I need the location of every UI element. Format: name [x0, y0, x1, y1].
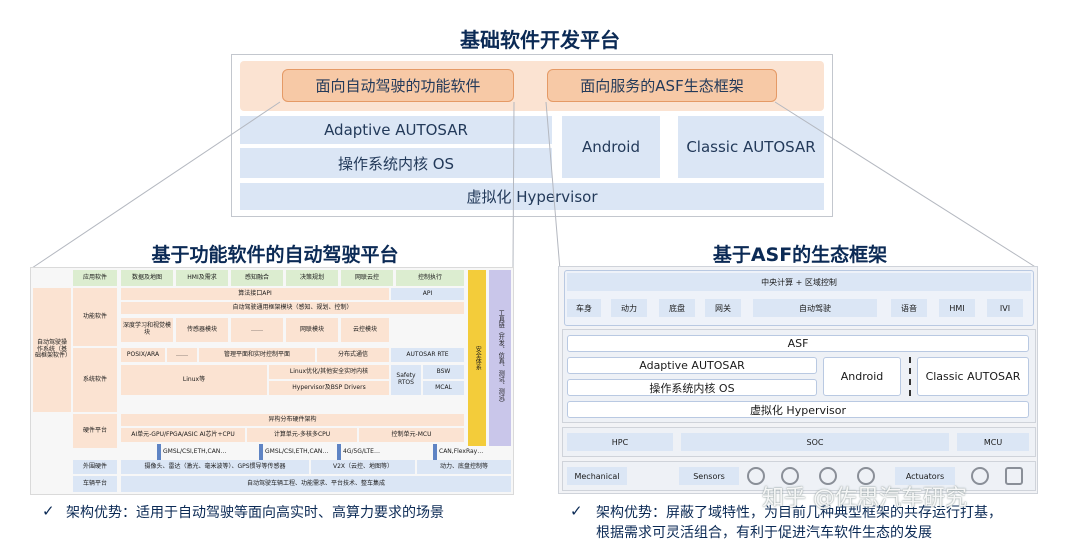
link-arrow [433, 444, 437, 460]
right-classic-autosar: Classic AUTOSAR [917, 357, 1029, 396]
autosar-rte: AUTOSAR RTE [391, 348, 464, 362]
linux-opt: Linux优化/其他安全实时内核 [269, 365, 389, 379]
app-item: 数据及地图 [121, 270, 173, 286]
mgmt-plane: 管理平面和实时控制平面 [199, 348, 315, 362]
algo-api: 算法接口API [121, 288, 389, 300]
app-layer-label: 应用软件 [73, 270, 117, 286]
hw-layer-label: 硬件平台 [73, 414, 117, 448]
asf-bar: ASF [567, 335, 1029, 352]
right-adaptive-autosar: Adaptive AUTOSAR [567, 357, 817, 374]
app-item: HMI及需求 [176, 270, 228, 286]
api-box: API [391, 288, 464, 300]
func-module: 自动驾驶通用框架模块（感知、规划、控制） [121, 302, 464, 314]
app-item: 网联云控 [341, 270, 393, 286]
left-platform-panel: 自动驾驶操作系统（基础框架软件） 应用软件 功能软件 系统软件 硬件平台 外围硬… [30, 267, 514, 495]
dots-module: …… [231, 318, 283, 342]
right-android: Android [823, 357, 901, 396]
top-classic-autosar: Classic AUTOSAR [678, 116, 824, 178]
left-checkmark: ✓ [42, 502, 55, 520]
domain-item: 网关 [705, 299, 741, 317]
dl-module: 深度学习和视觉模块 [121, 318, 173, 342]
compute-unit: 计算单元-多核多CPU [247, 428, 357, 442]
top-android: Android [562, 116, 660, 178]
top-adaptive-autosar: Adaptive AUTOSAR [240, 116, 552, 144]
right-advantage-line1: 架构优势：屏蔽了域特性，为目前几种典型框架的共存运行打基， [596, 505, 1002, 521]
domain-item: 语音 [891, 299, 927, 317]
periph-layer-label: 外围硬件 [73, 460, 117, 474]
left-side-label: 自动驾驶操作系统（基础框架软件） [33, 288, 71, 412]
lidar-icon [857, 467, 875, 485]
power-chassis: 动力、底盘控制等 [417, 460, 511, 474]
vehicle-platform: 自动驾驶车辆工程、功能需求、平台技术、整车集成 [121, 476, 511, 492]
dist-comm: 分布式通信 [317, 348, 389, 362]
net-module: 网联模块 [286, 318, 338, 342]
top-hypervisor: 虚拟化 Hypervisor [240, 183, 824, 210]
app-item: 控制执行 [396, 270, 464, 286]
top-os-kernel: 操作系统内核 OS [240, 148, 552, 178]
link-label: 4G/5G/LTE… [343, 447, 380, 455]
toolchain: 工具链（开发、仿真、测试、测试） [489, 270, 511, 446]
mechanical: Mechanical [567, 467, 627, 485]
safety-rtos: Safety RTOS [391, 365, 421, 395]
top-title: 基础软件开发平台 [460, 27, 620, 52]
link-label: GMSL/CSI,ETH,CAN… [163, 447, 227, 455]
domain-item: 车身 [567, 299, 601, 317]
right-hypervisor: 虚拟化 Hypervisor [567, 401, 1029, 418]
domain-item: HMI [939, 299, 975, 317]
right-advantage-line2: 根据需求可灵活组合，有利于促进汽车软件生态的发展 [596, 525, 932, 541]
app-item: 决策规划 [286, 270, 338, 286]
right-title: 基于ASF的生态框架 [712, 243, 888, 266]
watermark: 知乎 @佐思汽车研究 [762, 486, 967, 511]
link-label: GMSL/CSI,ETH,CAN… [265, 447, 329, 455]
vehicle-layer-label: 车辆平台 [73, 476, 117, 492]
steering-wheel-icon [971, 467, 989, 485]
sensors: Sensors [679, 467, 739, 485]
actuators: Actuators [895, 467, 955, 485]
right-os-kernel: 操作系统内核 OS [567, 379, 817, 396]
left-title: 基于功能软件的自动驾驶平台 [151, 243, 399, 266]
sensor-module: 传感器模块 [176, 318, 228, 342]
asf-framework-box: 面向服务的ASF生态框架 [547, 69, 777, 102]
control-mcu: 控制单元-MCU [359, 428, 464, 442]
v2x: V2X（云控、地图等） [311, 460, 415, 474]
physical-panel [562, 461, 1036, 491]
safety-system: 安全体系 [468, 270, 486, 446]
camera-icon [747, 467, 765, 485]
domain-item: 动力 [611, 299, 647, 317]
link-arrow [157, 444, 161, 460]
engine-icon [1005, 467, 1023, 485]
divider-dashed [909, 357, 911, 396]
soc: SOC [681, 433, 949, 451]
domain-item: IVI [987, 299, 1023, 317]
sys-dots: …… [167, 348, 197, 362]
right-platform-panel: 中央计算 + 区域控制 车身 动力 底盘 网关 自动驾驶 语音 HMI IVI … [558, 266, 1038, 494]
app-item: 感知融合 [231, 270, 283, 286]
sys-layer-label: 系统软件 [73, 348, 117, 412]
link-arrow [259, 444, 263, 460]
top-platform-panel: 面向自动驾驶的功能软件 面向服务的ASF生态框架 Adaptive AUTOSA… [231, 54, 833, 217]
link-arrow [337, 444, 341, 460]
domain-item: 底盘 [659, 299, 695, 317]
central-compute: 中央计算 + 区域控制 [567, 273, 1031, 291]
hpc: HPC [567, 433, 673, 451]
right-checkmark: ✓ [570, 502, 583, 520]
mcu: MCU [957, 433, 1029, 451]
hyp-bsp: Hypervisor及BSP Drivers [269, 381, 389, 395]
radar-icon [819, 467, 837, 485]
periph-sensors: 摄像头、雷达（激光、毫米波等）、GPS惯导等传感器 [121, 460, 309, 474]
link-label: CAN,FlexRay… [439, 447, 484, 455]
domain-item: 自动驾驶 [753, 299, 877, 317]
ai-unit: AI单元-GPU/FPGA/ASIC AI芯片+CPU [121, 428, 245, 442]
functional-software-box: 面向自动驾驶的功能软件 [282, 69, 514, 102]
satellite-icon [781, 467, 799, 485]
mcal: MCAL [423, 381, 464, 395]
cloud-module: 云控模块 [341, 318, 389, 342]
linux: Linux等 [121, 365, 267, 395]
bsw: BSW [423, 365, 464, 379]
func-layer-label: 功能软件 [73, 288, 117, 346]
left-advantage: 架构优势：适用于自动驾驶等面向高实时、高算力要求的场景 [66, 505, 444, 521]
hetero-arch: 异构分布硬件架构 [121, 414, 464, 426]
posix-ara: POSIX/ARA [121, 348, 165, 362]
